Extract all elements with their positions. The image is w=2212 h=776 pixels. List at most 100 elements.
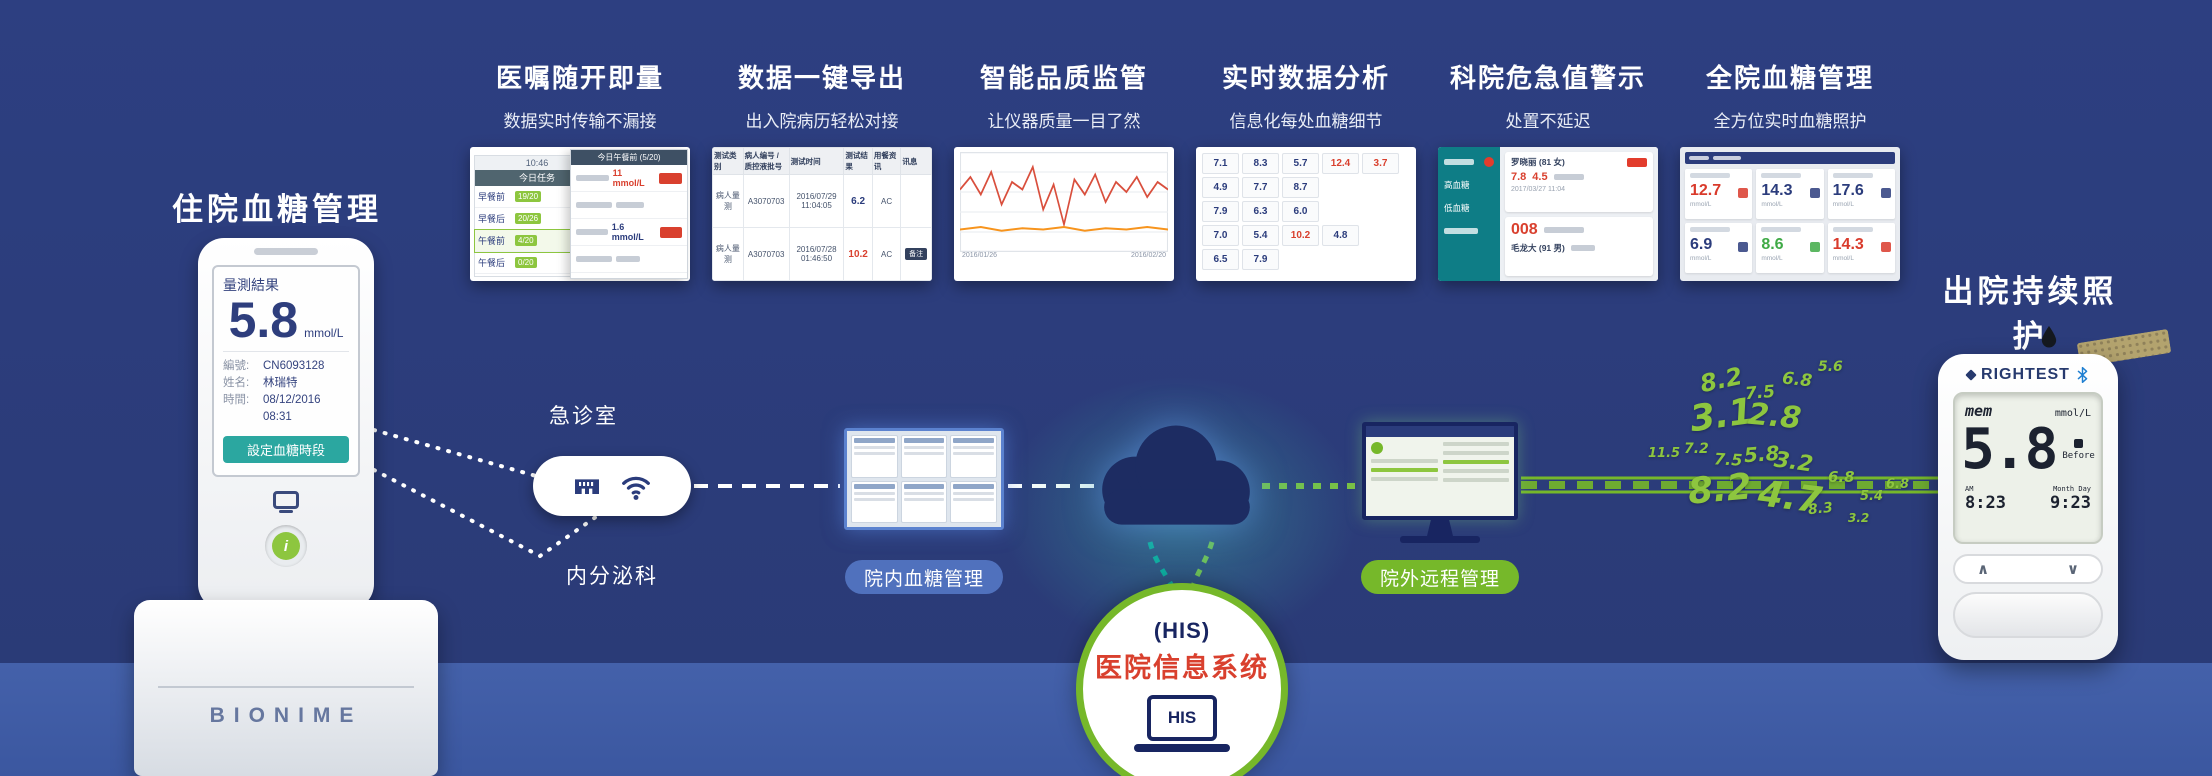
feature-title: 全院血糖管理 xyxy=(1705,63,1874,93)
text-placeholder-bar xyxy=(854,497,895,501)
inhospital-monitor xyxy=(844,428,1004,530)
tile-unit: mmol/L xyxy=(1832,255,1854,262)
bed-glucose-cell: 7.7 xyxy=(1242,177,1279,198)
reading-panel: 今日午餐前 (5/20) 11 mmol/L 1.6 mmol/L xyxy=(570,149,688,279)
text-placeholder-bar xyxy=(576,229,608,235)
text-placeholder-bar xyxy=(1553,174,1584,180)
patient-card xyxy=(950,480,997,523)
reading-row: 1.6 mmol/L xyxy=(571,219,687,246)
memory-label: mem xyxy=(1965,402,1993,420)
cell-result: 10.2 xyxy=(843,227,873,281)
patient-line: 毛龙大 (91 男) xyxy=(1511,242,1647,254)
text-placeholder-bar xyxy=(616,202,644,208)
monitor-stand xyxy=(1427,520,1453,536)
feature-title: 智能品质监管 xyxy=(979,63,1148,93)
patient-card xyxy=(900,435,948,478)
tile-unit: mmol/L xyxy=(1690,201,1712,208)
connectivity-pill xyxy=(533,456,691,516)
text-placeholder-bar xyxy=(1713,156,1741,160)
feature-title: 数据一键导出 xyxy=(737,63,906,93)
brand-mark-icon xyxy=(1965,369,1977,381)
am-label: AM xyxy=(1965,485,1974,493)
set-glucose-period-button[interactable]: 設定血糖時段 xyxy=(223,435,349,463)
bed-glucose-cell: 7.1 xyxy=(1202,153,1239,174)
table-row: 病人量测 A3070703 2016/07/28 01:46:50 10.2 A… xyxy=(712,227,932,281)
bed-glucose-cell: 12.4 xyxy=(1322,153,1359,174)
brand-row: RIGHTEST xyxy=(1952,366,2104,384)
text-placeholder-bar xyxy=(903,446,945,449)
text-placeholder-bar xyxy=(1689,156,1709,160)
before-label: Before xyxy=(2062,451,2095,461)
cell-time: 2016/07/28 01:46:50 xyxy=(788,227,845,281)
alert-chip xyxy=(659,226,682,238)
patient-alert-card: 008 毛龙大 (91 男) xyxy=(1505,216,1653,276)
meter-lcd: mem mmol/L 5.8 Before AM 8:23 Month Day … xyxy=(1953,392,2103,544)
text-placeholder-bar xyxy=(854,491,895,495)
column-header: 用餐资讯 xyxy=(871,147,902,175)
floating-glucose-value: 3.2 xyxy=(1848,511,1870,525)
bed-glucose-cell: 5.7 xyxy=(1282,153,1319,174)
feature-subtitle: 全方位实时血糖照护 xyxy=(1713,112,1867,131)
status-chip xyxy=(1809,242,1820,252)
text-placeholder-bar xyxy=(953,452,994,455)
app-left-column xyxy=(1371,442,1438,482)
glucose-value: 5.8 xyxy=(228,292,299,348)
down-button[interactable]: ∨ xyxy=(2066,561,2079,578)
qc-series-line xyxy=(960,164,1168,229)
column-header: 测试类别 xyxy=(712,147,744,175)
patient-line: 罗晓丽 (81 女) xyxy=(1511,156,1647,168)
tile-glucose-value: 17.6 xyxy=(1832,182,1864,199)
text-placeholder-bar xyxy=(576,202,612,208)
text-placeholder-bar xyxy=(854,446,895,449)
card-header-bar xyxy=(854,438,895,443)
qc-series-line xyxy=(960,225,1168,232)
text-placeholder-bar xyxy=(1832,227,1873,232)
status-chip xyxy=(1809,188,1820,198)
up-button[interactable]: ∧ xyxy=(1977,561,1990,578)
dashboard-header-bar xyxy=(1685,152,1895,164)
his-icon-label: HIS xyxy=(1167,708,1197,727)
reading-value: 11 mmol/L xyxy=(612,168,645,188)
screenshot-qc-chart: 2016/01/26 2016/02/20 xyxy=(954,147,1174,281)
bed-glucose-cell: 6.3 xyxy=(1242,201,1279,222)
lcd-bottom-row: AM 8:23 Month Day 9:23 xyxy=(1965,485,2091,512)
text-placeholder-bar xyxy=(1832,173,1873,178)
patient-name: 罗晓丽 (81 女) xyxy=(1511,157,1565,167)
monitor-base xyxy=(1400,536,1480,543)
his-laptop-icon: HIS xyxy=(1147,695,1217,741)
text-placeholder-bar xyxy=(1442,478,1509,482)
left-section-title: 住院血糖管理 xyxy=(172,192,382,227)
feature-title: 科院危急值警示 xyxy=(1449,63,1646,93)
power-button[interactable]: i xyxy=(265,525,307,567)
floating-glucose-value: 8.2 xyxy=(1686,466,1754,513)
feature-column-export: 数据一键导出 出入院病历轻松对接 测试类别 病人编号 / 质控液批号 测试时间 … xyxy=(712,58,932,281)
bed-glucose-cell: 7.0 xyxy=(1202,225,1239,246)
field-label: 姓名: xyxy=(223,376,250,389)
column-header: 测试结果 xyxy=(843,147,873,175)
ward-tile: 14.3 mmol/L xyxy=(1827,223,1895,273)
text-placeholder-bar xyxy=(903,452,945,455)
cell-time: 2016/07/29 11:04:05 xyxy=(788,174,845,228)
feature-subtitle: 处置不延迟 xyxy=(1505,112,1591,131)
task-label: 午餐前 xyxy=(478,236,506,246)
clock-label: 10:46 xyxy=(475,156,599,170)
endocrinology-label: 内分泌科 xyxy=(566,565,658,588)
cloud-icon xyxy=(1102,425,1250,525)
bed-glucose-cell: 5.4 xyxy=(1242,225,1279,246)
date-block: Month Day 9:23 xyxy=(2050,485,2091,512)
main-button[interactable] xyxy=(1953,592,2103,638)
card-header-bar xyxy=(953,483,994,489)
app-body xyxy=(1366,437,1514,487)
text-placeholder-bar xyxy=(953,446,994,449)
text-placeholder-bar xyxy=(1442,451,1509,455)
tile-glucose-value: 14.3 xyxy=(1832,236,1864,253)
